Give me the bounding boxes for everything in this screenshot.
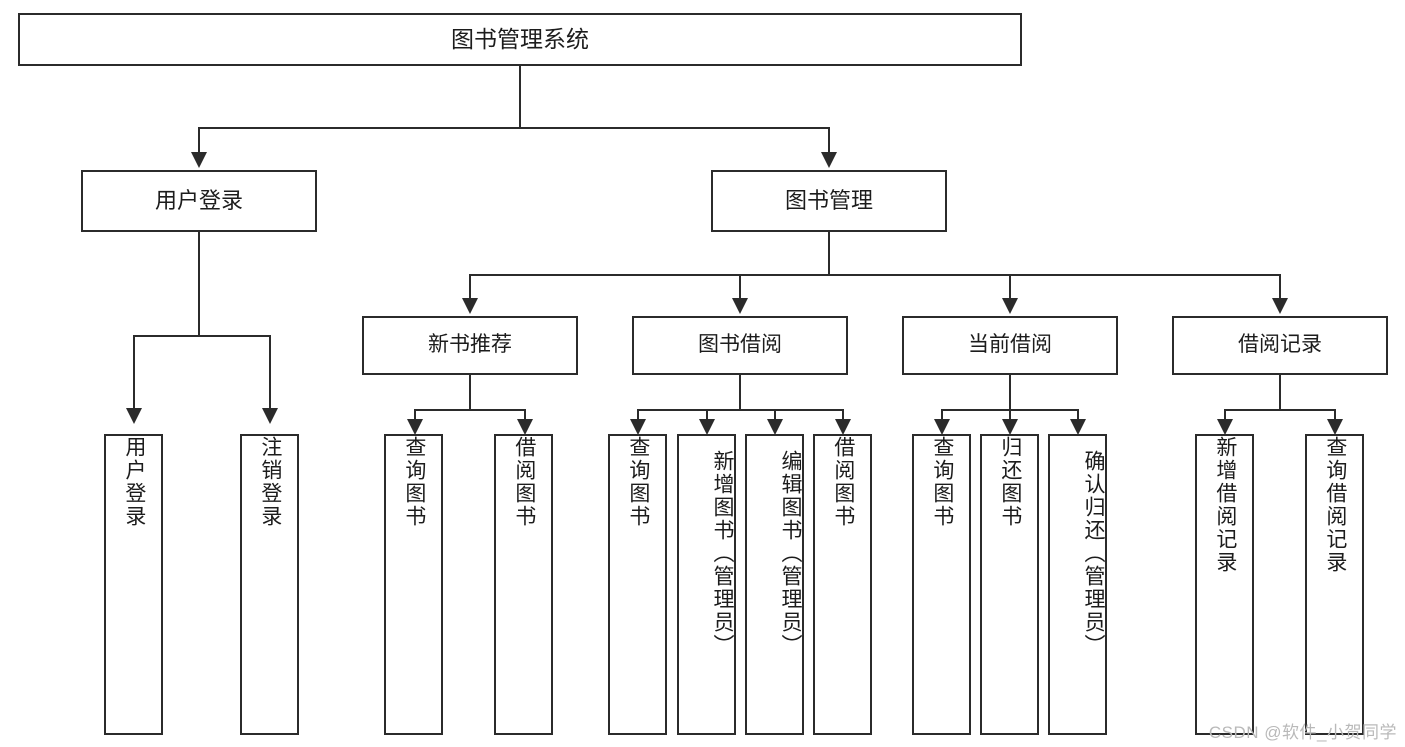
leaf-borrow-book-borrow[interactable]: 借阅图书 (813, 434, 872, 735)
leaf-add-book-admin[interactable]: 新增图书（管理员） (677, 434, 736, 735)
connector-book-borrow-leaf-1 (637, 409, 639, 421)
leaf-query-book-new-recommend[interactable]: 查询图书 (384, 434, 443, 735)
connector-borrow-record-leaf-2 (1334, 409, 1336, 421)
node-user-login[interactable]: 用户登录 (81, 170, 317, 232)
node-book-borrow[interactable]: 图书借阅 (632, 316, 848, 375)
leaf-user-login[interactable]: 用户登录 (104, 434, 163, 735)
arrowhead-user-login (191, 152, 207, 168)
arrowhead-current-borrow (1002, 298, 1018, 314)
arrowhead-leaf-confirm-return (1070, 419, 1086, 435)
arrowhead-leaf-query-record (1327, 419, 1343, 435)
leaf-edit-book-admin[interactable]: 编辑图书（管理员） (745, 434, 804, 735)
leaf-query-borrow-record[interactable]: 查询借阅记录 (1305, 434, 1364, 735)
node-root-book-management-system[interactable]: 图书管理系统 (18, 13, 1022, 66)
connector-new-book-recommend-leaf-2 (524, 409, 526, 421)
arrowhead-leaf-edit-book (767, 419, 783, 435)
connector-current-borrow-leaf-3 (1077, 409, 1079, 421)
leaf-add-borrow-record[interactable]: 新增借阅记录 (1195, 434, 1254, 735)
connector-new-book-recommend-leaf-1 (414, 409, 416, 421)
arrowhead-leaf-add-book (699, 419, 715, 435)
connector-book-borrow-stem (739, 375, 741, 409)
connector-book-management-stem (828, 232, 830, 274)
connector-borrow-record-stem (1279, 375, 1281, 409)
connector-book-management-split-bar (469, 274, 1281, 276)
connector-borrow-record-split-bar (1224, 409, 1336, 411)
connector-user-login-stem (198, 232, 200, 335)
connector-root-to-book-management (828, 127, 830, 154)
node-book-management[interactable]: 图书管理 (711, 170, 947, 232)
arrowhead-book-management (821, 152, 837, 168)
connector-current-borrow-leaf-2 (1009, 409, 1011, 421)
arrowhead-leaf-query-book-3 (934, 419, 950, 435)
arrowhead-leaf-add-record (1217, 419, 1233, 435)
connector-user-login-to-leaf-1 (133, 335, 135, 410)
leaf-return-book[interactable]: 归还图书 (980, 434, 1039, 735)
arrowhead-book-borrow (732, 298, 748, 314)
connector-root-to-user-login (198, 127, 200, 154)
node-borrow-record[interactable]: 借阅记录 (1172, 316, 1388, 375)
connector-current-borrow-leaf-1 (941, 409, 943, 421)
leaf-borrow-book-new-recommend[interactable]: 借阅图书 (494, 434, 553, 735)
connector-root-stem (519, 66, 521, 127)
leaf-query-book-current[interactable]: 查询图书 (912, 434, 971, 735)
arrowhead-leaf-user-login (126, 408, 142, 424)
leaf-query-book-borrow[interactable]: 查询图书 (608, 434, 667, 735)
arrowhead-leaf-borrow-book-2 (835, 419, 851, 435)
connector-current-borrow-stem (1009, 375, 1011, 409)
connector-user-login-to-leaf-2 (269, 335, 271, 410)
connector-to-current-borrow (1009, 274, 1011, 300)
connector-book-borrow-leaf-3 (774, 409, 776, 421)
connector-book-borrow-leaf-2 (706, 409, 708, 421)
arrowhead-borrow-record (1272, 298, 1288, 314)
connector-user-login-split-bar (133, 335, 271, 337)
connector-borrow-record-leaf-1 (1224, 409, 1226, 421)
connector-book-borrow-split-bar (637, 409, 843, 411)
csdn-watermark: CSDN @软件_小贺同学 (1208, 723, 1397, 742)
leaf-logout-login[interactable]: 注销登录 (240, 434, 299, 735)
connector-to-borrow-record (1279, 274, 1281, 300)
connector-to-new-book-recommend (469, 274, 471, 300)
arrowhead-new-book-recommend (462, 298, 478, 314)
connector-new-book-recommend-split-bar (414, 409, 526, 411)
connector-new-book-recommend-stem (469, 375, 471, 409)
arrowhead-leaf-logout-login (262, 408, 278, 424)
connector-root-split-bar (198, 127, 830, 129)
connector-to-book-borrow (739, 274, 741, 300)
leaf-confirm-return-admin[interactable]: 确认归还（管理员） (1048, 434, 1107, 735)
arrowhead-leaf-borrow-book-1 (517, 419, 533, 435)
connector-book-borrow-leaf-4 (842, 409, 844, 421)
node-new-book-recommend[interactable]: 新书推荐 (362, 316, 578, 375)
arrowhead-leaf-query-book-1 (407, 419, 423, 435)
arrowhead-leaf-query-book-2 (630, 419, 646, 435)
node-current-borrow[interactable]: 当前借阅 (902, 316, 1118, 375)
arrowhead-leaf-return-book (1002, 419, 1018, 435)
